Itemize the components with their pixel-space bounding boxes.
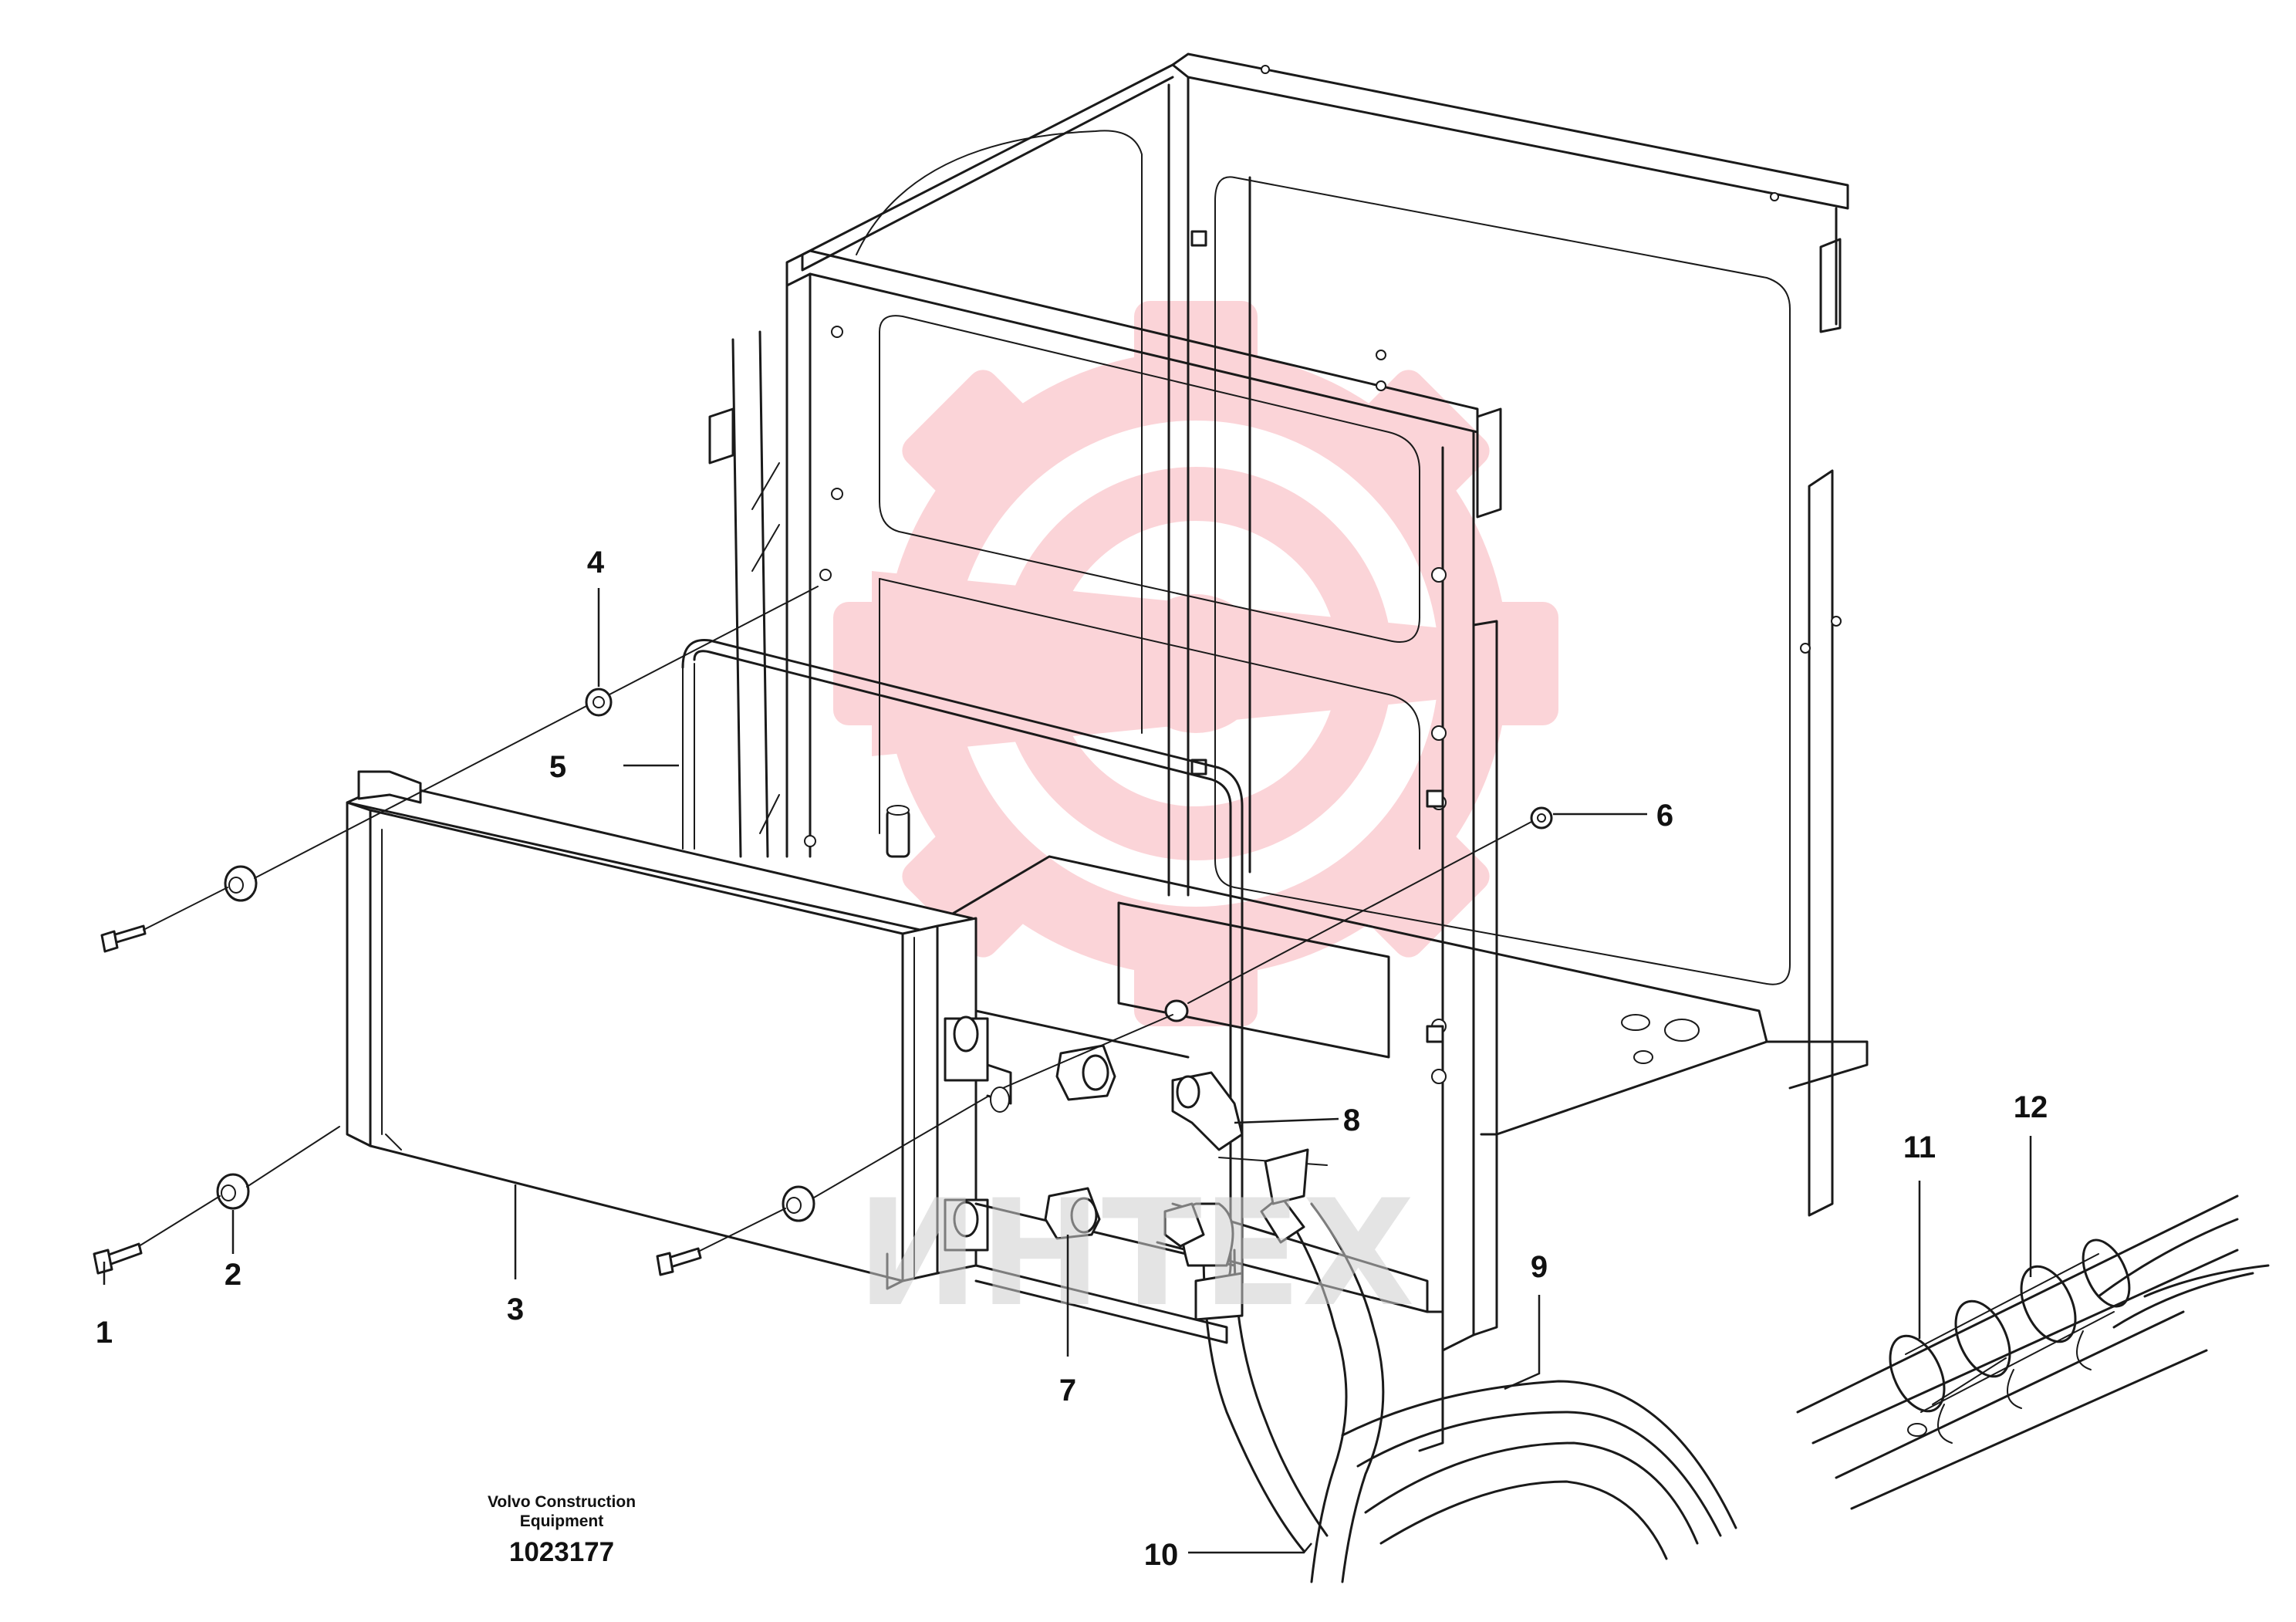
leader-lines xyxy=(103,588,2032,1554)
clamp-assembly xyxy=(1796,1195,2270,1510)
fittings xyxy=(1044,1044,1244,1248)
callout-4: 4 xyxy=(587,546,605,580)
callout-5: 5 xyxy=(549,750,566,784)
callout-7: 7 xyxy=(1059,1374,1076,1407)
watermark-text: ИНТЕХ xyxy=(856,1168,1415,1339)
callout-6: 6 xyxy=(1656,799,1673,833)
callout-1: 1 xyxy=(96,1316,113,1350)
callout-10: 10 xyxy=(1144,1538,1179,1572)
frame-assembly xyxy=(708,52,1869,1452)
callout-9: 9 xyxy=(1531,1250,1548,1284)
callout-3: 3 xyxy=(507,1293,524,1326)
callout-12: 12 xyxy=(2014,1090,2048,1124)
callout-2: 2 xyxy=(225,1258,241,1292)
callout-8: 8 xyxy=(1343,1103,1360,1137)
caption-block: Volvo Construction Equipment 1023177 xyxy=(488,1493,636,1567)
callout-11: 11 xyxy=(1903,1130,1936,1164)
callout-labels: 1 2 3 4 5 6 7 8 9 10 11 12 xyxy=(96,546,2048,1572)
caption-line-1: Volvo Construction xyxy=(488,1493,636,1511)
cooler-radiator xyxy=(346,770,1236,1344)
fasteners xyxy=(93,586,1553,1276)
caption-line-2: Equipment xyxy=(520,1512,604,1530)
document-number: 1023177 xyxy=(509,1537,614,1567)
